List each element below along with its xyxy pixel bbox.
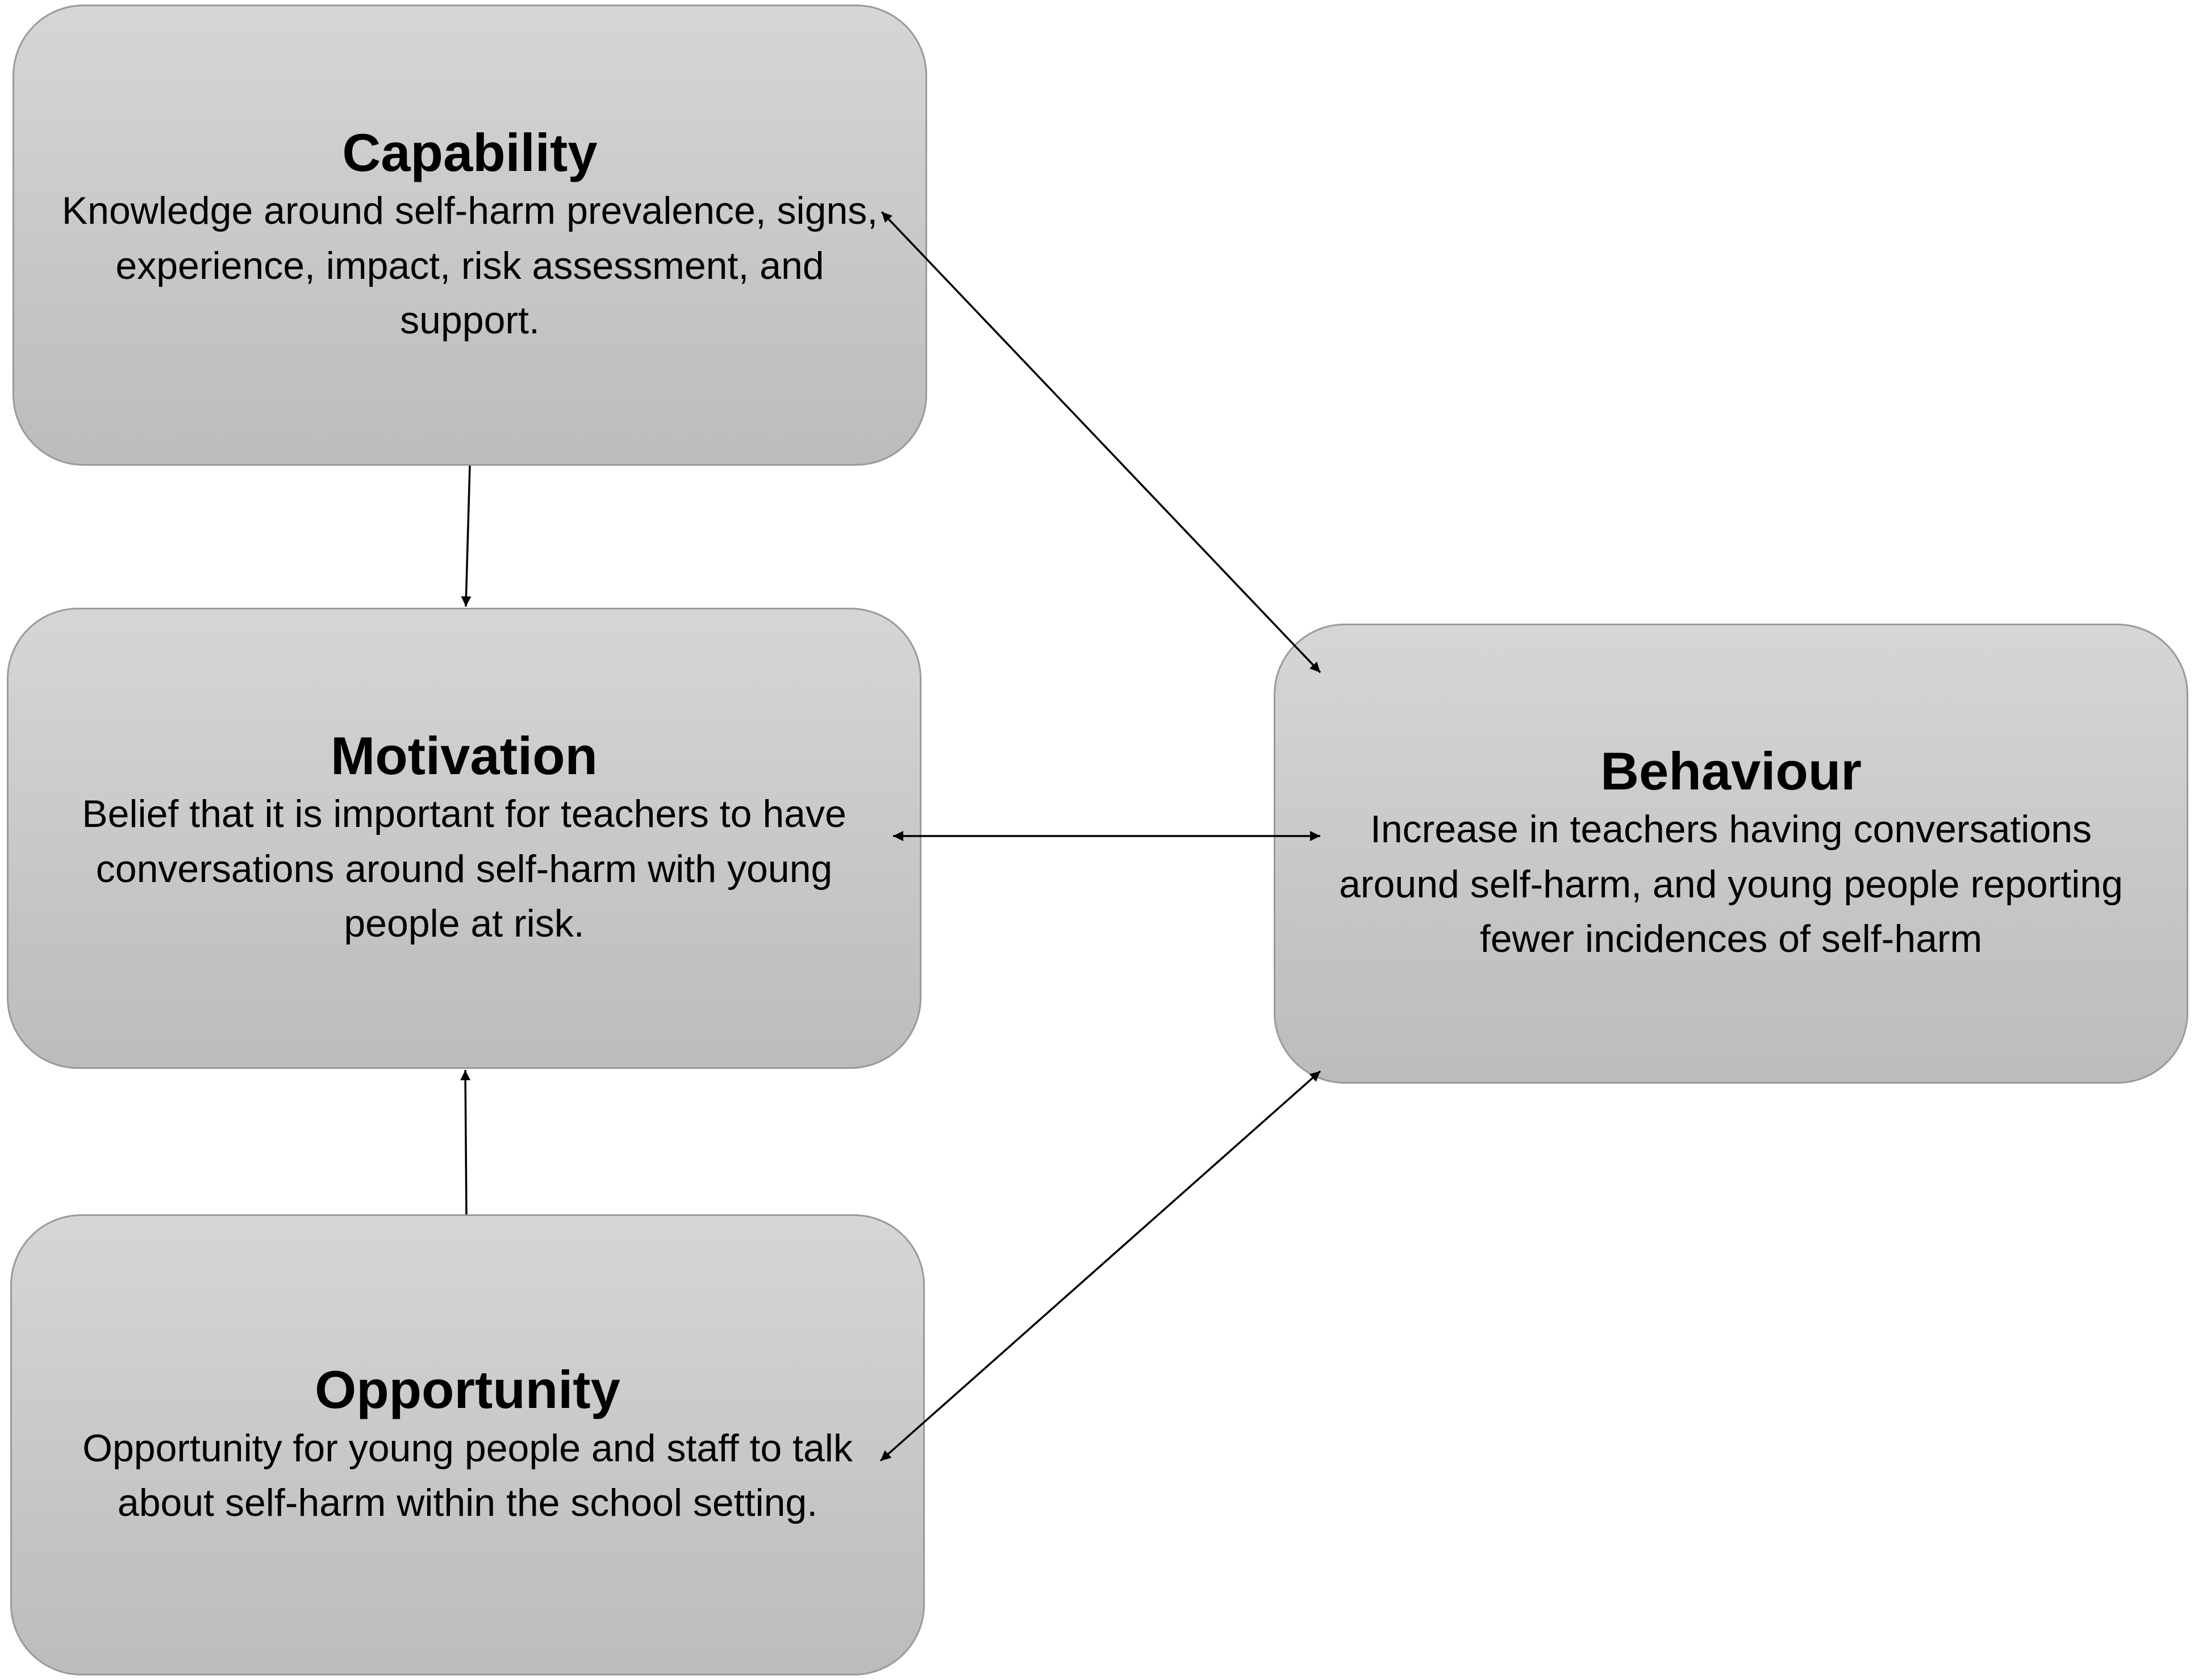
opportunity-title: Opportunity	[315, 1360, 620, 1420]
opportunity-box: Opportunity Opportunity for young people…	[10, 1214, 925, 1675]
behaviour-title: Behaviour	[1600, 741, 1862, 801]
behaviour-box: Behaviour Increase in teachers having co…	[1274, 624, 2188, 1084]
capability-description: Knowledge around self-harm prevalence, s…	[61, 189, 878, 342]
motivation-box: Motivation Belief that it is important f…	[7, 608, 921, 1069]
behaviour-description: Increase in teachers having conversation…	[1339, 808, 2123, 961]
capability-title: Capability	[342, 123, 598, 183]
arrow-capability-to-motivation	[461, 465, 472, 607]
opportunity-description: Opportunity for young people and staff t…	[82, 1426, 853, 1525]
arrow-capability-behaviour	[881, 211, 1321, 674]
motivation-title: Motivation	[331, 726, 598, 786]
motivation-description: Belief that it is important for teachers…	[82, 792, 846, 946]
arrow-opportunity-to-motivation	[460, 1069, 471, 1215]
arrow-opportunity-behaviour	[879, 1070, 1321, 1462]
capability-box: Capability Knowledge around self-harm pr…	[12, 5, 927, 466]
